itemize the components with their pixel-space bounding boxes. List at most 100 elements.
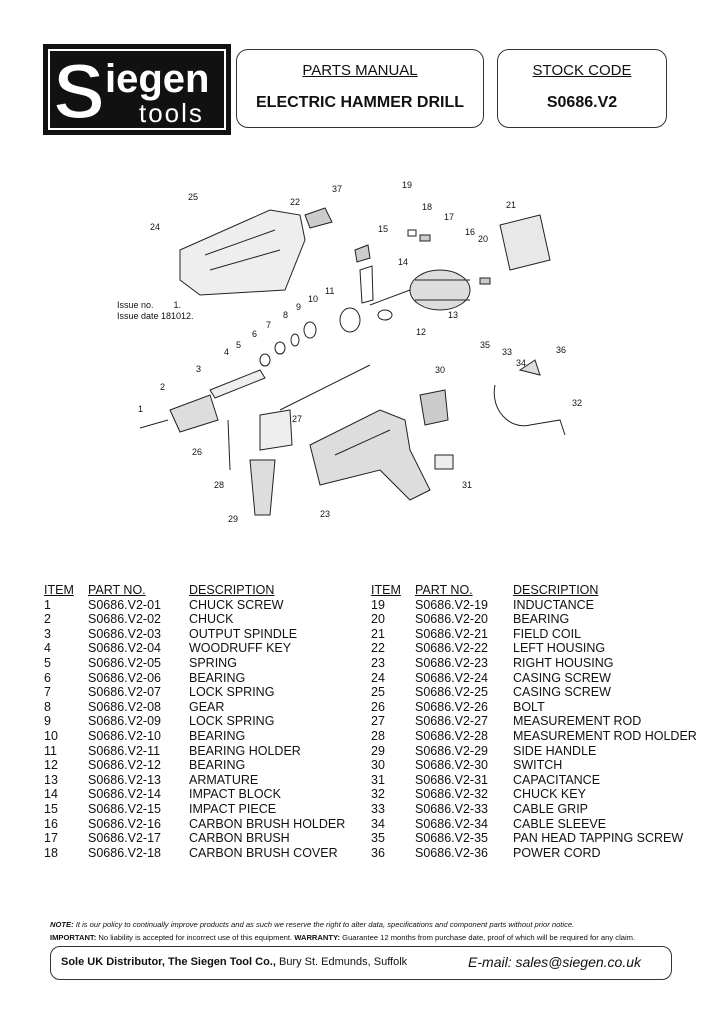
row-item: 15 [44, 801, 58, 816]
label-7: 7 [266, 320, 271, 330]
row-item: 2 [44, 612, 51, 627]
siegen-logo: S iegen tools [43, 44, 231, 135]
note-label: NOTE: [50, 920, 74, 929]
label-27: 27 [292, 414, 302, 424]
issue-date: Issue date 181012. [117, 311, 194, 321]
row-item: 4 [44, 641, 51, 656]
row-description: BEARING [189, 670, 246, 685]
row-part-no: S0686.V2-16 [88, 816, 161, 831]
row-item: 13 [44, 772, 58, 787]
row-description: BEARING HOLDER [189, 743, 301, 758]
important-line: IMPORTANT: No liability is accepted for … [50, 931, 690, 944]
label-22: 22 [290, 197, 300, 207]
row-description: SPRING [189, 655, 237, 670]
row-part-no: S0686.V2-03 [88, 626, 161, 641]
row-part-no: S0686.V2-24 [415, 670, 488, 685]
footer-box: Sole UK Distributor, The Siegen Tool Co.… [50, 946, 672, 980]
row-item: 8 [44, 699, 51, 714]
product-name: ELECTRIC HAMMER DRILL [256, 94, 464, 111]
label-26: 26 [192, 447, 202, 457]
label-3: 3 [196, 364, 201, 374]
row-description: CASING SCREW [513, 670, 611, 685]
row-part-no: S0686.V2-04 [88, 641, 161, 656]
row-description: CABLE GRIP [513, 801, 589, 816]
row-part-no: S0686.V2-34 [415, 816, 488, 831]
label-12: 12 [416, 327, 426, 337]
table-row: 11 S0686.V2-11 BEARING HOLDER [44, 744, 364, 759]
row-part-no: S0686.V2-28 [415, 728, 488, 743]
label-16: 16 [465, 227, 475, 237]
row-description: CHUCK KEY [513, 787, 586, 802]
row-item: 6 [44, 670, 51, 685]
issue-info: Issue no. 1. Issue date 181012. [117, 300, 194, 322]
row-item: 32 [371, 787, 385, 802]
row-part-no: S0686.V2-22 [415, 641, 488, 656]
email-link[interactable]: E-mail: sales@siegen.co.uk [468, 954, 641, 970]
row-description: BEARING [189, 728, 246, 743]
row-part-no: S0686.V2-08 [88, 699, 161, 714]
svg-text:tools: tools [139, 98, 204, 128]
notes: NOTE: It is our policy to continually im… [50, 918, 690, 944]
important-label: IMPORTANT: [50, 933, 97, 942]
label-37: 37 [332, 184, 342, 194]
label-5: 5 [236, 340, 241, 350]
header-desc: DESCRIPTION [513, 583, 599, 597]
row-part-no: S0686.V2-20 [415, 612, 488, 627]
row-description: CASING SCREW [513, 685, 611, 700]
exploded-diagram: 1 2 3 4 5 6 7 8 9 10 11 12 13 14 15 16 1… [138, 180, 582, 524]
label-34: 34 [516, 358, 526, 368]
label-32: 32 [572, 398, 582, 408]
row-description: OUTPUT SPINDLE [189, 626, 298, 641]
warranty-text: Guarantee 12 months from purchase date, … [340, 933, 636, 942]
row-item: 17 [44, 831, 58, 846]
label-4: 4 [224, 347, 229, 357]
row-item: 20 [371, 612, 385, 627]
stock-box: STOCK CODE S0686.V2 [497, 49, 667, 128]
row-part-no: S0686.V2-05 [88, 655, 161, 670]
row-item: 9 [44, 714, 51, 729]
stock-label: STOCK CODE [532, 62, 632, 79]
row-item: 35 [371, 831, 385, 846]
row-item: 11 [44, 743, 57, 758]
row-description: CHUCK [189, 612, 234, 627]
label-10: 10 [308, 294, 318, 304]
label-21: 21 [506, 200, 516, 210]
row-part-no: S0686.V2-11 [88, 743, 161, 758]
table-header: ITEM PART NO. DESCRIPTION [371, 583, 701, 598]
row-item: 29 [371, 743, 385, 758]
label-35: 35 [480, 340, 490, 350]
row-part-no: S0686.V2-36 [415, 845, 488, 860]
row-item: 33 [371, 801, 385, 816]
label-36: 36 [556, 345, 566, 355]
row-description: BEARING [189, 758, 246, 773]
row-part-no: S0686.V2-32 [415, 787, 488, 802]
row-part-no: S0686.V2-12 [88, 758, 161, 773]
row-description: CAPACITANCE [513, 772, 601, 787]
row-item: 36 [371, 845, 385, 860]
row-description: INDUCTANCE [513, 597, 595, 612]
label-19: 19 [402, 180, 412, 190]
label-18: 18 [422, 202, 432, 212]
row-part-no: S0686.V2-23 [415, 655, 488, 670]
label-11: 11 [325, 286, 334, 296]
label-1: 1 [138, 404, 143, 414]
row-description: CARBON BRUSH HOLDER [189, 816, 346, 831]
